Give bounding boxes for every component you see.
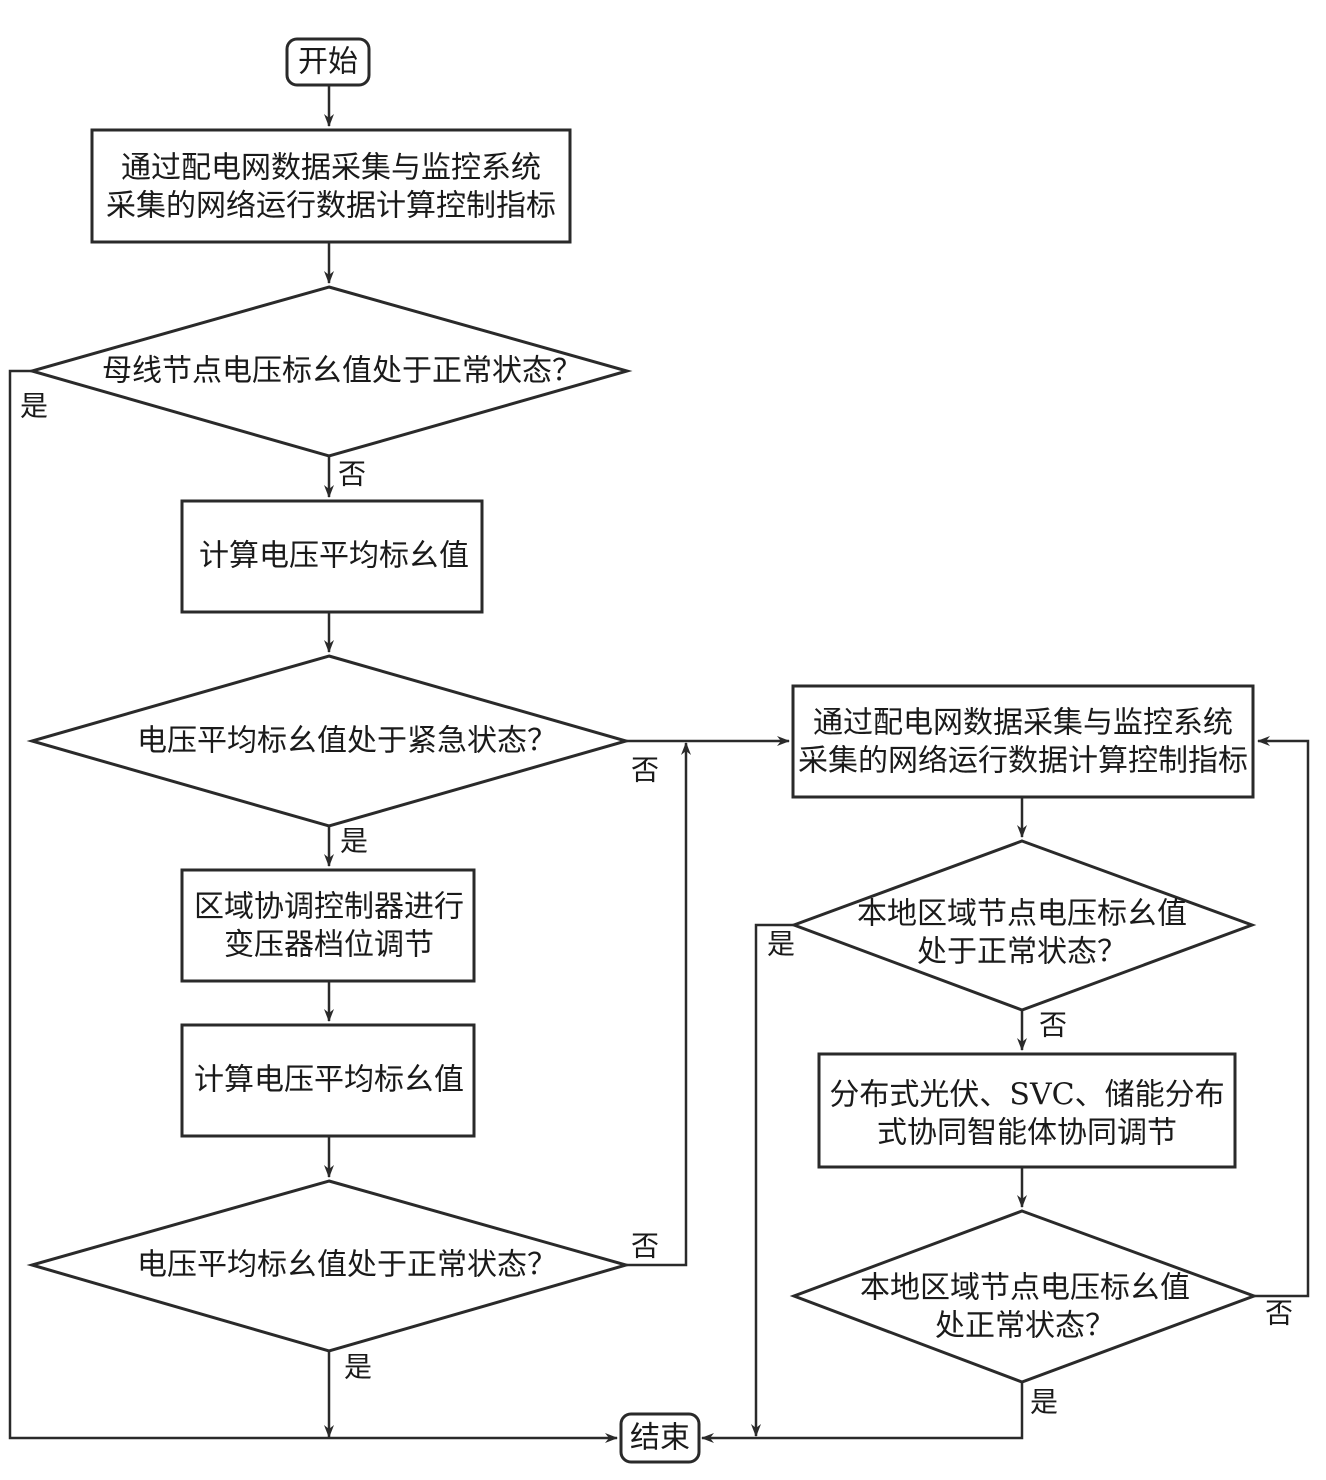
edge-labels: 是 否 否 是 否 是 是 否 否 是	[20, 390, 1293, 1419]
normal-check-decision: 电压平均标幺值处于正常状态？	[26, 1179, 632, 1353]
collect-data-line-2: 采集的网络运行数据计算控制指标	[106, 189, 556, 224]
local-collect-process: 通过配电网数据采集与监控系统 采集的网络运行数据计算控制指标	[791, 684, 1255, 799]
local-collect-line-1: 通过配电网数据采集与监控系统	[813, 706, 1233, 741]
bus-check-no-label: 否	[338, 458, 366, 491]
collect-data-process: 通过配电网数据采集与监控系统 采集的网络运行数据计算控制指标	[90, 128, 572, 244]
emergency-yes-label: 是	[340, 825, 368, 858]
local-check-1-no-label: 否	[1039, 1009, 1067, 1042]
bus-voltage-check-label: 母线节点电压标幺值处于正常状态？	[102, 354, 582, 389]
transformer-tap-line-2: 变压器档位调节	[224, 928, 434, 963]
start-terminal: 开始	[285, 37, 371, 87]
emergency-check-label: 电压平均标幺值处于紧急状态？	[137, 724, 557, 759]
transformer-tap-process: 区域协调控制器进行 变压器档位调节	[180, 868, 476, 983]
distributed-control-line-2: 式协同智能体协同调节	[877, 1116, 1177, 1151]
normal-check-no-label: 否	[631, 1230, 659, 1263]
edge-local-check1-yes	[751, 923, 794, 1437]
local-voltage-check-decision-1: 本地区域节点电压标幺值 处于正常状态？	[789, 839, 1257, 1012]
local-collect-line-2: 采集的网络运行数据计算控制指标	[798, 744, 1248, 779]
local-voltage-check-2-line-1: 本地区域节点电压标幺值	[860, 1271, 1190, 1306]
distributed-control-line-1: 分布式光伏、SVC、储能分布	[829, 1078, 1224, 1113]
edges	[8, 85, 1310, 1443]
transformer-tap-line-1: 区域协调控制器进行	[194, 890, 464, 925]
normal-check-label: 电压平均标幺值处于正常状态？	[137, 1248, 557, 1283]
calc-average-label-1: 计算电压平均标幺值	[199, 539, 469, 574]
calc-average-process-2: 计算电压平均标幺值	[180, 1023, 476, 1138]
local-voltage-check-decision-2: 本地区域节点电压标幺值 处正常状态？	[789, 1209, 1259, 1384]
collect-data-line-1: 通过配电网数据采集与监控系统	[121, 151, 541, 186]
distributed-control-process: 分布式光伏、SVC、储能分布 式协同智能体协同调节	[817, 1052, 1237, 1169]
local-check-1-yes-label: 是	[767, 928, 795, 961]
edge-local-check2-no	[1254, 736, 1310, 1298]
local-voltage-check-2-line-2: 处正常状态？	[935, 1309, 1115, 1344]
local-check-2-no-label: 否	[1265, 1297, 1293, 1330]
start-label: 开始	[298, 45, 358, 80]
bus-check-yes-label: 是	[20, 390, 48, 423]
calc-average-label-2: 计算电压平均标幺值	[194, 1063, 464, 1098]
emergency-no-label: 否	[631, 754, 659, 787]
calc-average-process-1: 计算电压平均标幺值	[180, 499, 484, 614]
end-terminal: 结束	[619, 1412, 701, 1464]
emergency-check-decision: 电压平均标幺值处于紧急状态？	[26, 654, 632, 828]
local-check-2-yes-label: 是	[1030, 1386, 1058, 1419]
edge-local-check2-yes	[701, 1382, 1024, 1443]
edge-normal-no	[626, 742, 691, 1267]
normal-check-yes-label: 是	[344, 1351, 372, 1384]
local-voltage-check-1-line-2: 处于正常状态？	[917, 935, 1127, 970]
local-voltage-check-1-line-1: 本地区域节点电压标幺值	[857, 897, 1187, 932]
end-label: 结束	[630, 1421, 690, 1456]
bus-voltage-check-decision: 母线节点电压标幺值处于正常状态？	[26, 285, 633, 458]
edge-bus-check-yes	[8, 369, 618, 1443]
